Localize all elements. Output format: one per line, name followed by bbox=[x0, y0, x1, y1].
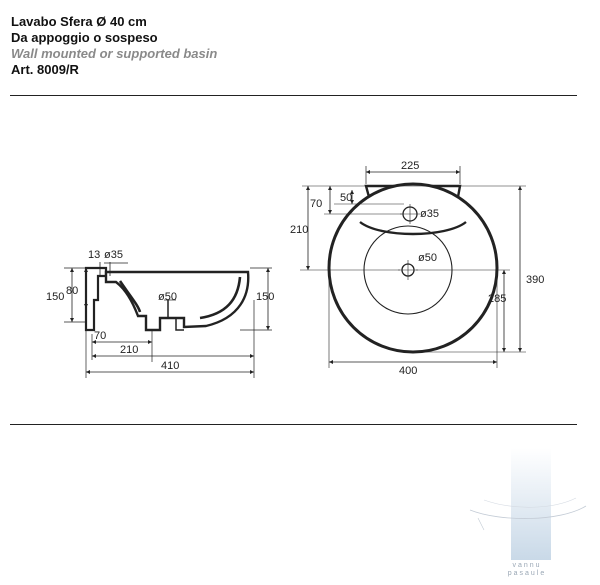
subtitle-english: Wall mounted or supported basin bbox=[11, 46, 218, 61]
side-dim-150-left: 150 bbox=[46, 291, 64, 303]
side-dim-410: 410 bbox=[161, 360, 179, 372]
top-dim-225: 225 bbox=[401, 160, 419, 172]
side-dim-70: 70 bbox=[94, 330, 106, 342]
watermark-line-2: pasaule bbox=[507, 570, 547, 577]
watermark-text: vannu pasaule bbox=[507, 562, 547, 578]
top-dim-390: 390 bbox=[526, 274, 544, 286]
header-block: Lavabo Sfera Ø 40 cm Da appoggio o sospe… bbox=[11, 14, 217, 78]
article-number: Art. 8009/R bbox=[11, 62, 79, 77]
side-dim-phi50: ø50 bbox=[158, 291, 177, 303]
side-dim-13: 13 bbox=[88, 249, 100, 261]
top-divider bbox=[10, 95, 577, 96]
top-view bbox=[300, 166, 526, 368]
top-dim-phi50: ø50 bbox=[418, 252, 437, 264]
top-deck-curve bbox=[359, 221, 467, 236]
top-dim-phi35: ø35 bbox=[420, 208, 439, 220]
side-dim-80: 80 bbox=[66, 285, 78, 297]
side-basin-profile bbox=[104, 270, 250, 332]
side-view-labels: 13 ø35 80 150 ø50 150 70 210 410 bbox=[46, 249, 274, 372]
wall-bracket bbox=[84, 266, 108, 332]
top-dim-400: 400 bbox=[399, 365, 417, 377]
top-dim-210: 210 bbox=[290, 224, 308, 236]
product-title: Lavabo Sfera Ø 40 cm bbox=[11, 14, 147, 29]
side-dim-phi35: ø35 bbox=[104, 249, 123, 261]
watermark-logo bbox=[469, 448, 587, 560]
side-dim-150-right: 150 bbox=[256, 291, 274, 303]
top-dim-70: 70 bbox=[310, 198, 322, 210]
subtitle-italian: Da appoggio o sospeso bbox=[11, 30, 158, 45]
side-view bbox=[64, 262, 272, 378]
bottom-divider bbox=[10, 424, 577, 425]
watermark-line-1: vannu bbox=[512, 562, 542, 569]
top-dim-50: 50 bbox=[340, 192, 352, 204]
top-view-labels: 225 70 50 ø35 210 ø50 390 285 400 bbox=[290, 160, 544, 377]
side-basin-inner bbox=[118, 276, 242, 320]
side-drain bbox=[167, 300, 184, 331]
side-dim-210: 210 bbox=[120, 344, 138, 356]
top-dim-285: 285 bbox=[488, 293, 506, 305]
